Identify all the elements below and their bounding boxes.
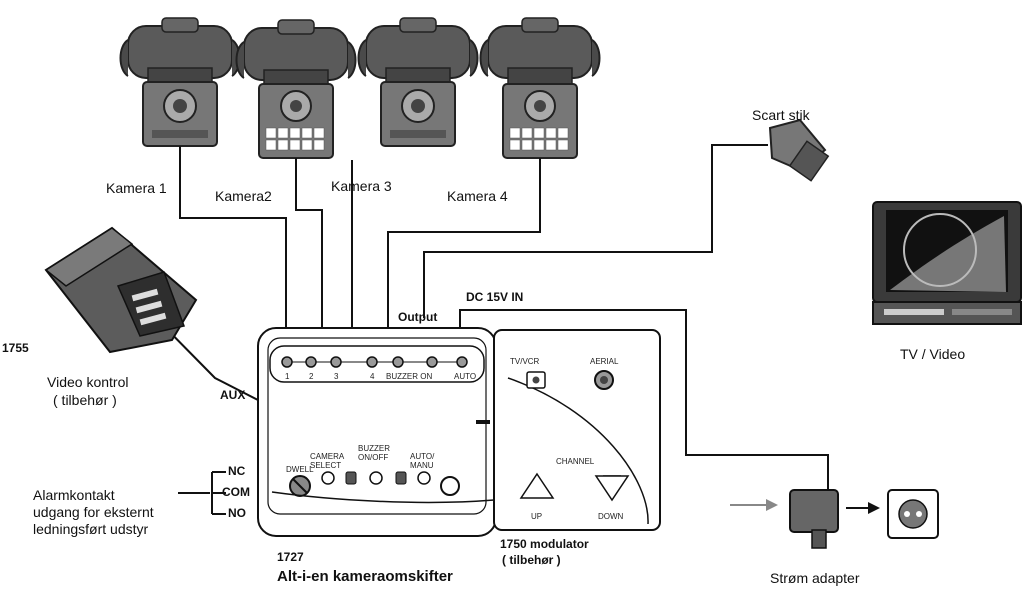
alarm-label-line1: Alarmkontakt — [33, 487, 115, 503]
camera-1 — [119, 17, 241, 147]
modulator-title: 1750 modulator — [500, 537, 589, 551]
no-terminal-label: NO — [228, 506, 246, 520]
led-label-buzzer: BUZZER ON — [386, 372, 433, 381]
scart-plug — [768, 118, 830, 182]
switcher-unit — [257, 327, 497, 537]
dc-in-port-label: DC 15V IN — [466, 290, 524, 304]
nc-terminal-label: NC — [228, 464, 246, 478]
tv-label: TV / Video — [900, 346, 966, 362]
tv-monitor — [872, 201, 1022, 325]
led-label-3: 3 — [334, 372, 339, 381]
output-port-label: Output — [398, 310, 438, 324]
wire-camera-4 — [387, 158, 541, 330]
camera-3 — [357, 17, 479, 147]
scart-label: Scart stik — [752, 107, 810, 123]
camera-1-label: Kamera 1 — [106, 180, 167, 196]
video-control-label: Video kontrol — [47, 374, 129, 390]
led-label-1: 1 — [285, 372, 290, 381]
channel-label: CHANNEL — [556, 457, 595, 466]
auto-manu-label: AUTO/ MANU — [410, 452, 435, 471]
switcher-code: 1727 — [277, 550, 304, 564]
modulator-unit — [493, 329, 661, 531]
led-label-4: 4 — [370, 372, 375, 381]
tv-vcr-label: TV/VCR — [510, 357, 540, 366]
alarm-label-line2: udgang for eksternt — [33, 504, 154, 520]
camera-4-label: Kamera 4 — [447, 188, 508, 204]
camera-2-label: Kamera2 — [215, 188, 272, 204]
aux-port-label: AUX — [220, 388, 246, 402]
switcher-knobs — [289, 471, 460, 497]
video-control-sublabel: ( tilbehør ) — [53, 392, 117, 408]
camera-3-label: Kamera 3 — [331, 178, 392, 194]
aerial-label: AERIAL — [590, 357, 619, 366]
channel-up-label: UP — [531, 512, 543, 521]
adapter-label: Strøm adapter — [770, 570, 860, 586]
power-adapter — [730, 489, 939, 549]
channel-up-triangle — [519, 472, 555, 499]
video-control-device — [44, 226, 198, 354]
channel-down-label: DOWN — [598, 512, 624, 521]
buzzer-label: BUZZER ON/OFF — [358, 444, 390, 463]
wire-dc-adapter — [459, 309, 829, 492]
camera-2 — [235, 19, 357, 159]
wire-output-scart — [423, 144, 768, 318]
camera-select-label: CAMERA SELECT — [310, 452, 344, 471]
modulator-subtitle: ( tilbehør ) — [502, 553, 561, 567]
video-control-code: 1755 — [2, 341, 29, 355]
wire-camera-2 — [295, 158, 323, 330]
alarm-label-line3: ledningsført udstyr — [33, 521, 149, 537]
switcher-title: Alt-i-en kameraomskifter — [277, 568, 453, 585]
wire-camera-1 — [179, 146, 287, 330]
wire-alarm-terminals — [212, 471, 226, 515]
dwell-label: DWELL — [286, 465, 314, 474]
led-label-auto: AUTO — [454, 372, 477, 381]
com-terminal-label: COM — [222, 485, 250, 499]
camera-4 — [479, 17, 601, 159]
led-label-2: 2 — [309, 372, 314, 381]
wires — [149, 144, 829, 515]
